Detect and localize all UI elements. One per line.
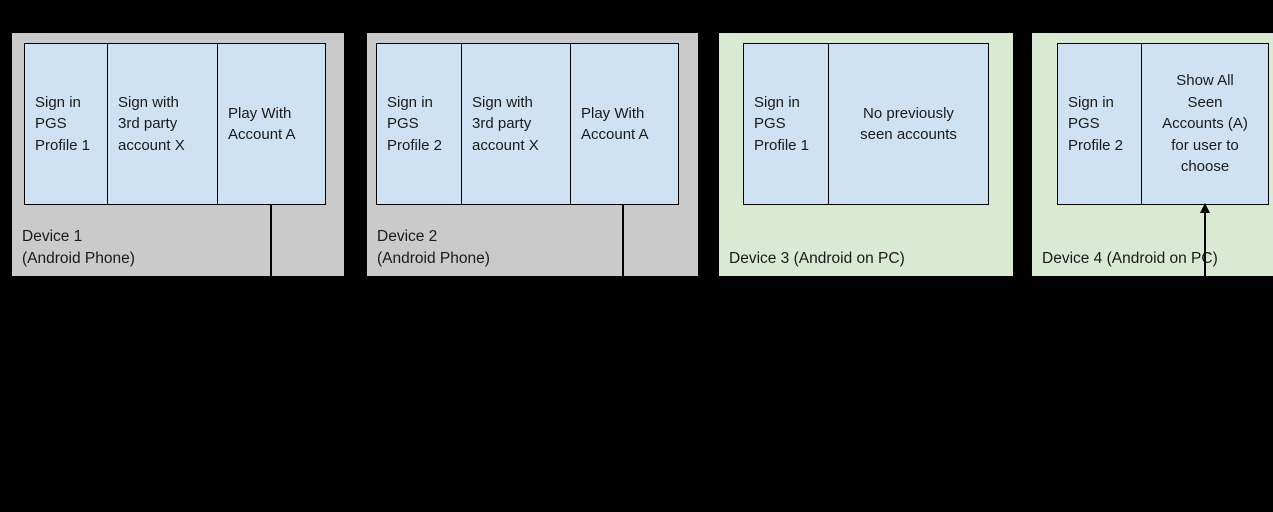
device-3-label: Device 3 (Android on PC) [729, 249, 905, 267]
device-4-arrow-up-head [1200, 203, 1210, 213]
device-4-panel: Sign in PGS Profile 2 Show All Seen Acco… [1032, 33, 1273, 276]
step-play-with-account-a: Play With Account A [571, 43, 679, 205]
device-2-label: Device 2 (Android Phone) [377, 228, 490, 267]
step-sign-in-pgs-profile-1: Sign in PGS Profile 1 [24, 43, 108, 205]
step-no-previously-seen-accounts: No previously seen accounts [829, 43, 989, 205]
device-3-panel: Sign in PGS Profile 1 No previously seen… [719, 33, 1013, 276]
device-4-label: Device 4 (Android on PC) [1042, 249, 1218, 267]
device-1-panel: Sign in PGS Profile 1 Sign with 3rd part… [12, 33, 344, 276]
device-1-connector-line [270, 205, 272, 276]
device-1-label: Device 1 (Android Phone) [22, 228, 135, 267]
device-2-steps-row: Sign in PGS Profile 2 Sign with 3rd part… [376, 43, 679, 205]
device-3-steps-row: Sign in PGS Profile 1 No previously seen… [743, 43, 989, 205]
device-2-connector-line [622, 205, 624, 276]
device-1-steps-row: Sign in PGS Profile 1 Sign with 3rd part… [24, 43, 326, 205]
step-sign-with-3rd-party-account-x: Sign with 3rd party account X [108, 43, 218, 205]
step-sign-in-pgs-profile-2: Sign in PGS Profile 2 [376, 43, 462, 205]
step-sign-in-pgs-profile-1: Sign in PGS Profile 1 [743, 43, 829, 205]
step-sign-in-pgs-profile-2: Sign in PGS Profile 2 [1057, 43, 1142, 205]
device-2-panel: Sign in PGS Profile 2 Sign with 3rd part… [367, 33, 698, 276]
device-4-steps-row: Sign in PGS Profile 2 Show All Seen Acco… [1057, 43, 1269, 205]
step-sign-with-3rd-party-account-x: Sign with 3rd party account X [462, 43, 571, 205]
device-4-arrow-line [1204, 212, 1206, 276]
step-play-with-account-a: Play With Account A [218, 43, 326, 205]
step-show-all-seen-accounts: Show All Seen Accounts (A) for user to c… [1142, 43, 1269, 205]
